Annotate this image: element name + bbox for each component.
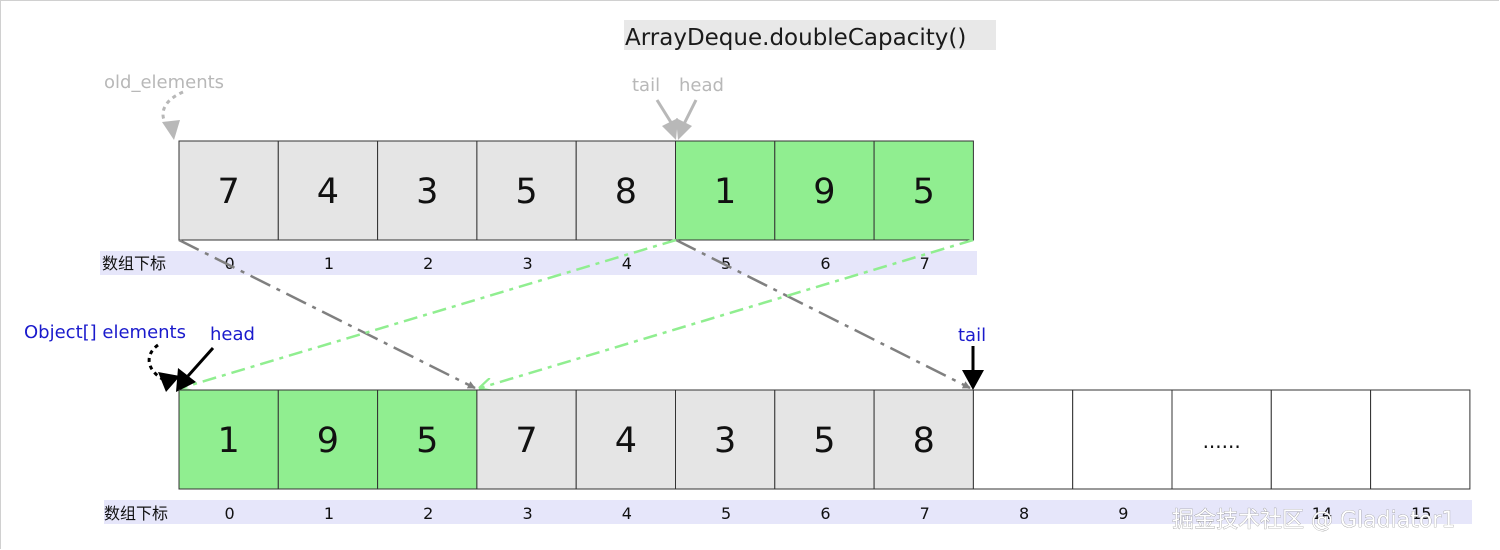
old-tail-arrow-line <box>655 99 674 125</box>
new-index: 15 <box>1411 504 1431 523</box>
old-cell-value: 5 <box>913 172 935 212</box>
new-index: 14 <box>1312 504 1332 523</box>
old-head-arrowhead <box>676 118 692 140</box>
new-cell <box>575 389 677 490</box>
new-tail-arrowhead <box>962 370 984 390</box>
old-index: 3 <box>522 254 532 273</box>
copy-arrow-back-part <box>181 238 677 388</box>
new-index-label: 数组下标 <box>104 504 168 523</box>
old-cell <box>774 140 875 241</box>
new-index: 3 <box>522 504 532 523</box>
old-index: 2 <box>423 254 433 273</box>
new-index: 2 <box>423 504 433 523</box>
new-index: 8 <box>1019 504 1029 523</box>
new-head-arrow-line <box>186 347 215 377</box>
new-cell-value: 7 <box>515 421 537 461</box>
new-index: 7 <box>920 504 930 523</box>
new-cell <box>1370 389 1471 490</box>
old-cell <box>675 140 776 241</box>
new-index: 4 <box>622 504 632 523</box>
old-cell <box>476 140 577 241</box>
new-cell <box>774 389 875 490</box>
new-cell <box>1171 389 1272 490</box>
old-cell <box>377 140 478 241</box>
old-elements-arrowhead <box>162 120 180 140</box>
new-elements-arrowhead <box>158 372 180 392</box>
new-index: 5 <box>721 504 731 523</box>
new-cell-value: 1 <box>218 421 240 461</box>
new-cell-value: 8 <box>913 421 935 461</box>
new-cell <box>1270 389 1372 490</box>
new-array-pointers: Object[] elements head tail <box>24 322 986 392</box>
new-cell <box>476 389 577 490</box>
new-cell <box>1072 389 1173 490</box>
old-head-arrow-line <box>682 99 698 125</box>
copy-arrow-back-end <box>480 238 974 388</box>
new-cell <box>377 389 478 490</box>
new-array: 1 9 5 7 4 3 5 8...... <box>178 389 1471 490</box>
new-cell <box>675 389 776 490</box>
new-cell-value: 5 <box>813 421 835 461</box>
old-cell-value: 1 <box>714 172 736 212</box>
old-index: 0 <box>225 254 235 273</box>
copy-arrow-front-end <box>675 238 971 390</box>
new-cell <box>972 389 1074 490</box>
new-tail-label: tail <box>958 325 986 346</box>
old-index: 6 <box>820 254 830 273</box>
new-cell <box>277 389 379 490</box>
old-index-band <box>100 251 977 275</box>
old-index-label: 数组下标 <box>102 254 166 273</box>
old-index: 1 <box>324 254 334 273</box>
old-elements-label: old_elements <box>104 72 224 93</box>
diagram-title: ArrayDeque.doubleCapacity() <box>625 25 966 51</box>
new-head-arrowhead <box>176 368 196 392</box>
new-index-band <box>104 500 1472 524</box>
new-index-row: 数组下标 0 1 2 3 4 5 6 7 8 9 14 15 <box>104 500 1472 524</box>
old-cell-value: 8 <box>615 172 637 212</box>
new-index: 6 <box>820 504 830 523</box>
old-cell-value: 9 <box>813 172 835 212</box>
old-head-label: head <box>679 75 724 96</box>
old-cell <box>873 140 974 241</box>
title-background <box>624 20 996 50</box>
old-elements-curve <box>161 90 184 132</box>
old-cell-value: 5 <box>515 172 537 212</box>
new-cell <box>873 389 974 490</box>
new-cell-value: 4 <box>615 421 637 461</box>
new-cell-value: 9 <box>317 421 339 461</box>
new-index: 0 <box>225 504 235 523</box>
new-cell-value: ...... <box>1203 429 1241 453</box>
copy-arrows <box>178 238 974 390</box>
new-cell <box>178 389 279 490</box>
old-cell-value: 4 <box>317 172 339 212</box>
old-index: 4 <box>622 254 632 273</box>
old-cell-value: 7 <box>218 172 240 212</box>
new-head-label: head <box>210 324 255 345</box>
old-index: 7 <box>920 254 930 273</box>
old-tail-arrowhead <box>662 118 678 140</box>
copy-arrow-front-part <box>178 238 476 390</box>
old-array: 7 4 3 5 8 1 9 5 <box>178 140 974 241</box>
new-elements-label: Object[] elements <box>24 322 186 343</box>
old-array-pointers: old_elements tail head <box>104 72 724 140</box>
new-cell-value: 5 <box>416 421 438 461</box>
old-cell <box>178 140 279 241</box>
old-index: 5 <box>721 254 731 273</box>
old-cell-value: 3 <box>416 172 438 212</box>
old-cell <box>575 140 677 241</box>
new-index: 1 <box>324 504 334 523</box>
new-index: 9 <box>1118 504 1128 523</box>
old-index-row: 数组下标 0 1 2 3 4 5 6 7 <box>100 251 977 275</box>
old-tail-label: tail <box>632 75 660 96</box>
watermark: 掘金技术社区 @ Gladiator1 <box>1172 508 1455 533</box>
new-cell-value: 3 <box>714 421 736 461</box>
title-group: ArrayDeque.doubleCapacity() <box>624 20 996 51</box>
